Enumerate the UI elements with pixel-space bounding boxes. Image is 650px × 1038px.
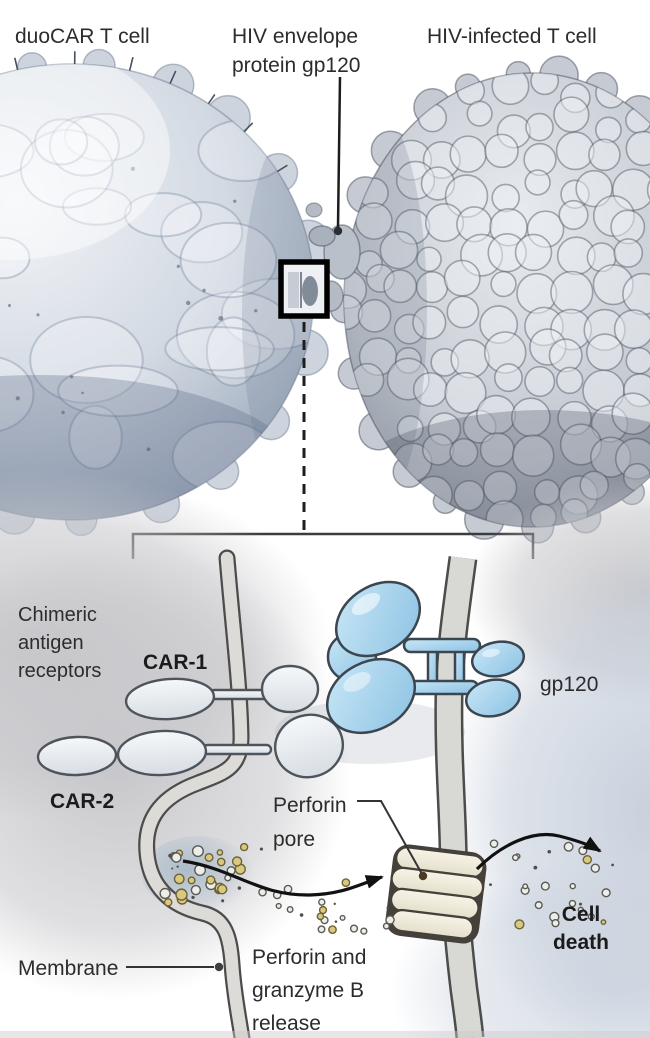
car2-label: CAR-2 [50, 790, 115, 813]
gp120-label: gp120 [540, 673, 599, 696]
hiv-infected-cell-illustration [328, 55, 650, 544]
release-arrow [182, 859, 384, 897]
car2-receptor [36, 713, 345, 779]
perforin-pore-label: Perforin pore [273, 794, 347, 851]
perforin-granzyme-release-label: Perforin and granzyme B release [252, 946, 367, 1035]
car1-label: CAR-1 [143, 651, 208, 674]
hiv-envelope-line1: HIV envelope [232, 25, 359, 48]
hiv-envelope-line2: protein gp120 [232, 54, 361, 77]
t-cell-membrane [138, 549, 251, 1038]
hiv-infected-t-cell-label: HIV-infected T cell [427, 25, 597, 48]
chimeric-antigen-receptors-label: Chimeric antigen receptors [18, 604, 102, 682]
gp120-pointer-line [333, 76, 343, 236]
perforin-pore-leader-line [357, 800, 428, 881]
bottom-edge-strip [0, 1031, 650, 1038]
duocar-t-cell-label: duoCAR T cell [15, 25, 150, 48]
cell-death-arrow [475, 833, 602, 871]
synapse-background-shading [0, 470, 650, 1038]
membrane-leader-line [126, 962, 224, 972]
zoom-highlight-box [278, 259, 330, 319]
cell-death-label: Cell death [552, 903, 609, 954]
hiv-envelope-gp120-label: HIV envelope protein gp120 [232, 22, 360, 80]
granule-dots [159, 839, 614, 935]
perforin-pore [385, 844, 487, 944]
membrane-label: Membrane [18, 957, 119, 980]
gp120-complex [325, 580, 526, 735]
car1-receptor [124, 664, 320, 721]
